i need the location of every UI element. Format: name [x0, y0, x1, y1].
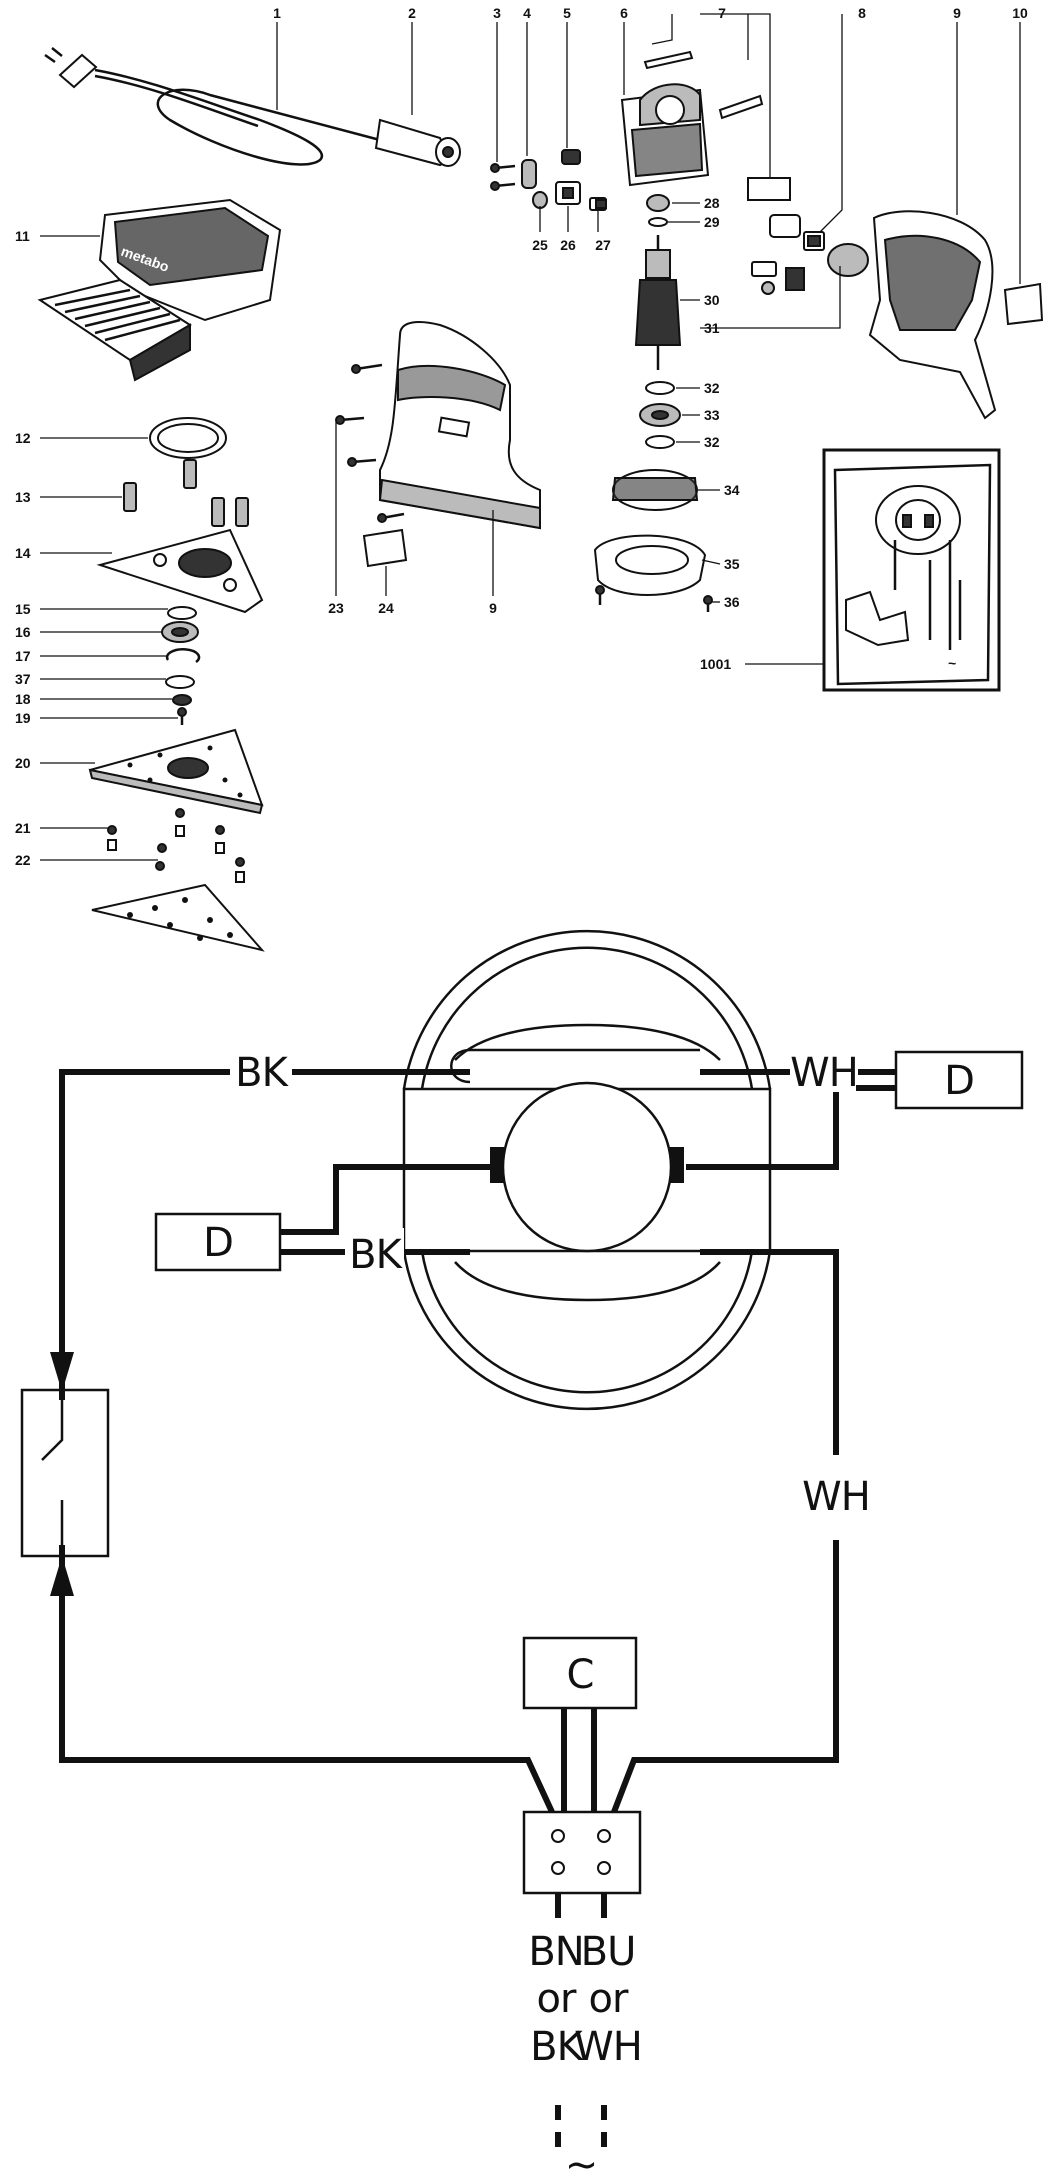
callout-16: 16 [15, 624, 31, 640]
part-rear-housing [868, 210, 997, 420]
callout-7: 7 [718, 5, 726, 21]
callout-2: 2 [408, 5, 416, 21]
callout-11: 11 [15, 228, 30, 244]
callout-1001: 1001 [700, 656, 731, 672]
suppressor-left: D [154, 1212, 282, 1272]
exploded-view: metabo [15, 5, 1044, 952]
part-dust-box: metabo [37, 198, 282, 382]
part-cord-sleeve [374, 118, 461, 167]
callout-12: 12 [15, 430, 31, 446]
lead-right-line-3: WH [574, 2024, 642, 2070]
callout-17: 17 [15, 648, 31, 664]
part-sanding-sheet [91, 883, 265, 952]
inset-ac-symbol: ~ [948, 655, 956, 671]
part-switch [751, 214, 869, 295]
part-brush-holders [532, 149, 607, 211]
callout-26: 26 [560, 237, 576, 253]
callout-35: 35 [724, 556, 740, 572]
inset-wiring-detail: ~ [822, 448, 1001, 692]
lead-left-line-1: BN [528, 1929, 583, 1975]
part-sanding-pad [88, 728, 264, 815]
brush-left [490, 1147, 504, 1183]
supply-labels: BN or BK BU or WH ~ [528, 1929, 643, 2183]
ac-symbol: ~ [565, 2142, 598, 2183]
callout-25: 25 [532, 237, 548, 253]
part-armature-stack [593, 194, 713, 612]
part-screws-clamp [490, 159, 537, 191]
lead-left-line-3: BK [530, 2024, 584, 2070]
part-power-cord [44, 47, 381, 166]
callout-4: 4 [523, 5, 531, 21]
leader-lines [40, 13, 1021, 861]
callout-19: 19 [15, 710, 31, 726]
wire-labels: BK WH BK WH [232, 1046, 871, 1520]
callout-33: 33 [704, 407, 720, 423]
callout-3: 3 [493, 5, 501, 21]
callout-24: 24 [378, 600, 394, 616]
callout-9-top: 9 [953, 5, 961, 21]
wiring-diagram: D D C BK WH BK WH [20, 929, 1024, 2183]
wiring-lines [59, 1069, 896, 2147]
capacitor: C [522, 1636, 638, 1710]
lead-right-line-1: BU [581, 1929, 636, 1975]
part-front-housing [378, 321, 541, 530]
lead-left-line-2: or [537, 1976, 577, 2022]
callout-1: 1 [273, 5, 281, 21]
wire-label-top-right: WH [790, 1050, 858, 1096]
callout-32-lower: 32 [704, 434, 720, 450]
callout-23: 23 [328, 600, 344, 616]
callout-21: 21 [15, 820, 31, 836]
callout-6: 6 [620, 5, 628, 21]
callout-18: 18 [15, 691, 31, 707]
part-pad-screws [107, 808, 245, 883]
callout-32-upper: 32 [704, 380, 720, 396]
part-housing-screws [335, 363, 408, 568]
switch-symbol [20, 1352, 110, 1596]
callout-5: 5 [563, 5, 571, 21]
callout-8: 8 [858, 5, 866, 21]
callout-10: 10 [1012, 5, 1028, 21]
wire-label-top-left: BK [235, 1050, 289, 1096]
callout-29: 29 [704, 214, 720, 230]
callout-labels: 1 2 3 4 5 6 7 8 9 10 11 12 13 14 15 16 1… [15, 5, 1028, 868]
callout-30: 30 [704, 292, 720, 308]
part-stator [620, 83, 710, 187]
part-base-assembly [96, 417, 264, 614]
callout-13: 13 [15, 489, 31, 505]
callout-14: 14 [15, 545, 31, 561]
callout-20: 20 [15, 755, 31, 771]
callout-15: 15 [15, 601, 31, 617]
callout-9-center: 9 [489, 600, 497, 616]
wire-label-mid-left: BK [349, 1232, 403, 1278]
callout-22: 22 [15, 852, 31, 868]
callout-28: 28 [704, 195, 720, 211]
callout-34: 34 [724, 482, 740, 498]
lead-right-line-2: or [589, 1976, 629, 2022]
suppressor-left-label: D [203, 1220, 233, 1266]
capacitor-label: C [567, 1652, 594, 1698]
wire-label-right-vertical: WH [802, 1474, 870, 1520]
brush-right [670, 1147, 684, 1183]
callout-31: 31 [704, 320, 720, 336]
suppressor-right: D [894, 1050, 1024, 1110]
callout-27: 27 [595, 237, 611, 253]
suppressor-right-label: D [944, 1058, 974, 1104]
part-label [1003, 282, 1044, 326]
callout-37: 37 [15, 671, 31, 687]
arrow-up-icon [50, 1556, 74, 1596]
terminal-block [522, 1810, 642, 1895]
arrow-down-icon [50, 1352, 74, 1392]
part-brushes [643, 50, 791, 201]
part-bearing-stack [161, 606, 201, 725]
callout-36: 36 [724, 594, 740, 610]
